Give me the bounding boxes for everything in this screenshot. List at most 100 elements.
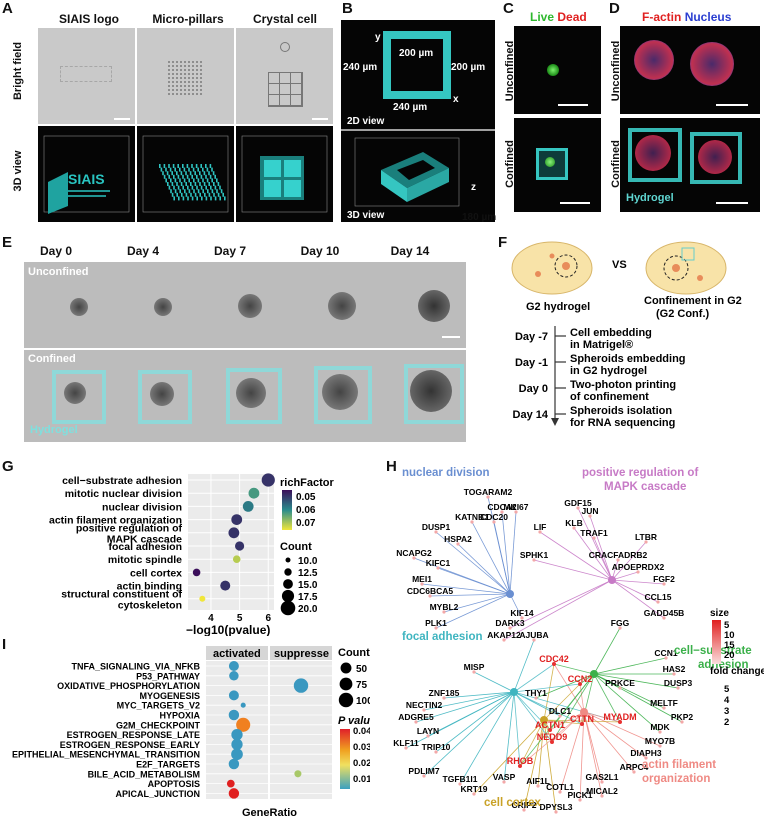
- micro-pillar: [210, 196, 212, 201]
- gene-node: [538, 530, 542, 534]
- data-point: [231, 514, 243, 525]
- gene-node: [442, 696, 446, 700]
- gene-node: [434, 530, 438, 534]
- gene-node: [618, 720, 622, 724]
- size-legend-title: size: [710, 608, 729, 619]
- gene-label: APOEPRDX2: [612, 562, 665, 572]
- size-legend-dot: [340, 662, 352, 674]
- unconfined-factin-image: [620, 26, 760, 114]
- micro-pillar: [203, 171, 206, 176]
- gene-label: NCAPG2: [396, 548, 432, 558]
- micro-pillar: [213, 192, 215, 197]
- g2-hydrogel-label: G2 hydrogel: [526, 301, 590, 313]
- category-label: mitotic spindle: [108, 554, 182, 566]
- network-edge: [513, 663, 555, 693]
- micro-pillar: [208, 171, 210, 176]
- axis-z: z: [471, 182, 476, 193]
- micro-pillar: [171, 182, 174, 186]
- gene-label: AJUBA: [519, 630, 548, 640]
- micro-pillar: [173, 185, 175, 190]
- axis-y: y: [375, 32, 381, 43]
- micro-pillar: [185, 171, 187, 176]
- pvalue-tick: 0.01: [353, 774, 370, 785]
- micro-pillar: [193, 178, 195, 183]
- dim-top: 200 µm: [399, 48, 433, 59]
- micro-pillar: [194, 192, 197, 197]
- size-legend-value: 15: [724, 640, 735, 651]
- micro-pillar: [206, 167, 209, 172]
- micro-pillar: [217, 182, 220, 186]
- pvalue-tick: 0.02: [353, 758, 370, 769]
- gene-label: DUSP1: [422, 522, 451, 532]
- data-point: [228, 527, 240, 539]
- micro-pillar: [191, 185, 194, 190]
- legend-live: Live: [530, 10, 555, 24]
- micro-pillar: [185, 192, 188, 197]
- micro-pillar: [220, 189, 223, 194]
- timeline-day: Day -1: [515, 357, 548, 369]
- category-label: nuclear division: [402, 467, 490, 479]
- network-edge: [583, 711, 603, 783]
- confined-label: Confined: [28, 353, 76, 365]
- micro-pillar: [211, 189, 214, 194]
- micro-pillar: [212, 171, 215, 176]
- category-label: actin filament: [642, 759, 716, 771]
- gene-node: [520, 616, 524, 620]
- network-edge: [543, 719, 583, 725]
- gene-node: [644, 540, 648, 544]
- gene-node: [502, 780, 506, 784]
- micro-pillar: [173, 196, 175, 201]
- gene-label: FGF2: [653, 574, 675, 584]
- size-legend-dot: [283, 579, 293, 589]
- gene-label: LTBR: [635, 532, 657, 542]
- gene-label: MISP: [464, 662, 485, 672]
- activated-point: [231, 738, 243, 751]
- timeline-step: Two-photon printing: [570, 379, 676, 391]
- timeline-day: Day 14: [513, 409, 549, 421]
- hallmark-label: TNFA_SIGNALING_VIA_NFKB: [71, 662, 200, 672]
- gene-label: PICK1: [567, 790, 592, 800]
- micro-pillar: [184, 189, 186, 194]
- micro-pillar: [205, 185, 207, 190]
- x-tick-label: 6: [265, 613, 271, 624]
- micro-pillar: [178, 196, 180, 201]
- gene-label: TRAF1: [580, 528, 608, 538]
- gene-node: [508, 626, 512, 630]
- data-point: [232, 555, 241, 563]
- network-edge: [583, 711, 621, 723]
- gene-node: [592, 536, 596, 540]
- timeline-step: for RNA sequencing: [570, 417, 675, 429]
- dim-bottom: 240 µm: [393, 102, 427, 113]
- timeline-step: in G2 hydrogel: [570, 365, 647, 377]
- unconfined-timecourse-strip: Unconfined: [24, 262, 466, 348]
- activated-point: [231, 748, 243, 761]
- pvalue-tick: 0.04: [353, 726, 370, 737]
- gene-node: [502, 638, 506, 642]
- activated-point: [228, 758, 240, 770]
- network-edge: [503, 691, 515, 783]
- timeline-step: in Matrigel®: [570, 339, 633, 351]
- micro-pillar: [182, 185, 184, 190]
- gene-label: DIAPH3: [630, 748, 661, 758]
- gene-node: [532, 638, 536, 642]
- category-label: cell−substrate adhesion: [62, 475, 182, 487]
- micro-pillar: [183, 178, 186, 183]
- fc-legend-title: fold change: [710, 666, 764, 677]
- panel-label-i: I: [2, 636, 7, 653]
- richfactor-legend-title: richFactor: [280, 477, 335, 489]
- micro-pillar: [196, 174, 198, 179]
- richfactor-tick: 0.06: [296, 505, 316, 516]
- micro-pillar: [205, 196, 208, 201]
- axis-x: x: [453, 94, 459, 105]
- network-edge: [559, 711, 585, 793]
- brightfield-logo-image: [38, 28, 135, 124]
- data-point: [199, 595, 206, 602]
- gene-label: TGFB1I1: [443, 774, 478, 784]
- size-legend-value: 12.5: [298, 568, 318, 579]
- network-edge: [519, 719, 545, 767]
- gene-node: [662, 616, 666, 620]
- category-label: focal adhesion: [402, 631, 483, 643]
- micro-pillar: [171, 192, 174, 197]
- micro-pillar: [197, 189, 200, 194]
- gene-label: CCL15: [645, 592, 672, 602]
